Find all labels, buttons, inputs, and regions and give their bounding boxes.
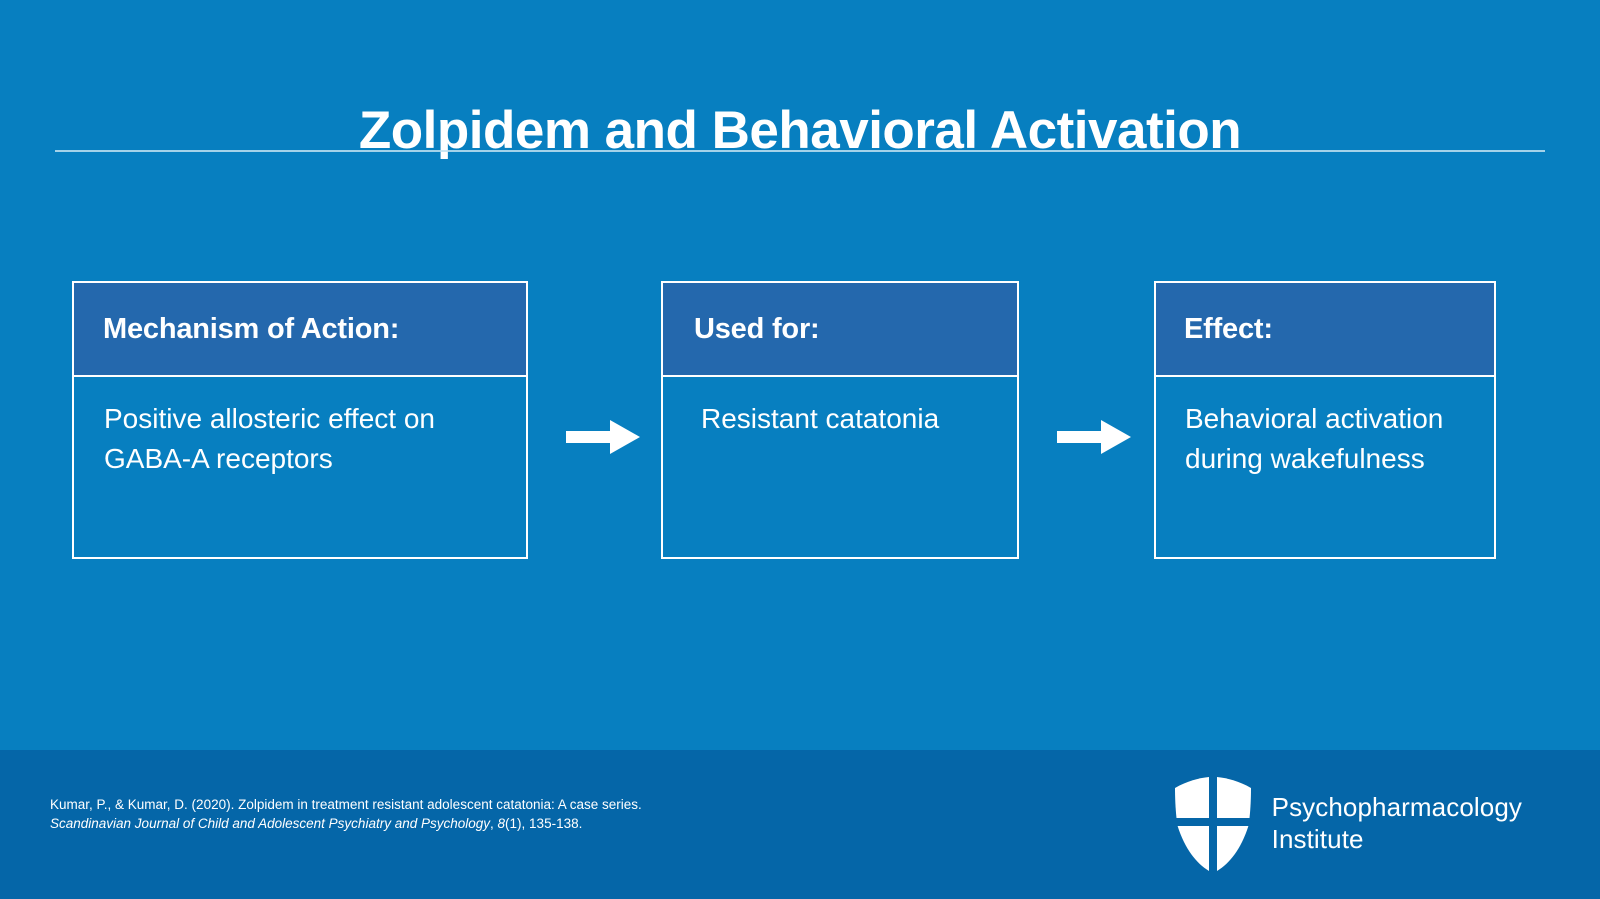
citation-volume: 8 — [497, 815, 506, 831]
footer-bar: Kumar, P., & Kumar, D. (2020). Zolpidem … — [0, 750, 1600, 899]
citation-separator: , — [490, 815, 498, 831]
title-divider — [55, 150, 1545, 152]
process-flow-diagram: Mechanism of Action: Positive allosteric… — [0, 281, 1600, 561]
citation-issue-pages: (1), 135-138. — [505, 815, 583, 831]
brand-name-line1: Psychopharmacology — [1271, 792, 1522, 823]
flow-box-effect: Effect: Behavioral activation during wak… — [1154, 281, 1496, 559]
brand-name-line2: Institute — [1271, 824, 1364, 854]
flow-box-mechanism-of-action: Mechanism of Action: Positive allosteric… — [72, 281, 528, 559]
citation-text-part: Kumar, P., & Kumar, D. (2020). Zolpidem … — [50, 797, 642, 812]
brand-logo: Psychopharmacology Institute — [1172, 774, 1522, 874]
flow-box-body: Resistant catatonia — [701, 403, 940, 434]
brand-name: Psychopharmacology Institute — [1272, 792, 1522, 855]
shield-icon — [1174, 777, 1251, 871]
flow-box-used-for: Used for: Resistant catatonia — [661, 281, 1019, 559]
page-title: Zolpidem and Behavioral Activation — [358, 100, 1242, 160]
right-arrow-icon — [1057, 417, 1131, 457]
flow-box-header: Used for: — [663, 283, 1017, 377]
flow-box-body: Positive allosteric effect on GABA-A rec… — [104, 403, 435, 474]
right-arrow-icon — [566, 417, 640, 457]
citation-journal-title: Scandinavian Journal of Child and Adoles… — [50, 815, 491, 831]
flow-box-header: Mechanism of Action: — [74, 283, 526, 377]
flow-box-body: Behavioral activation during wakefulness — [1185, 403, 1444, 474]
citation-reference: Kumar, P., & Kumar, D. (2020). Zolpidem … — [50, 796, 710, 833]
flow-box-header: Effect: — [1156, 283, 1494, 377]
